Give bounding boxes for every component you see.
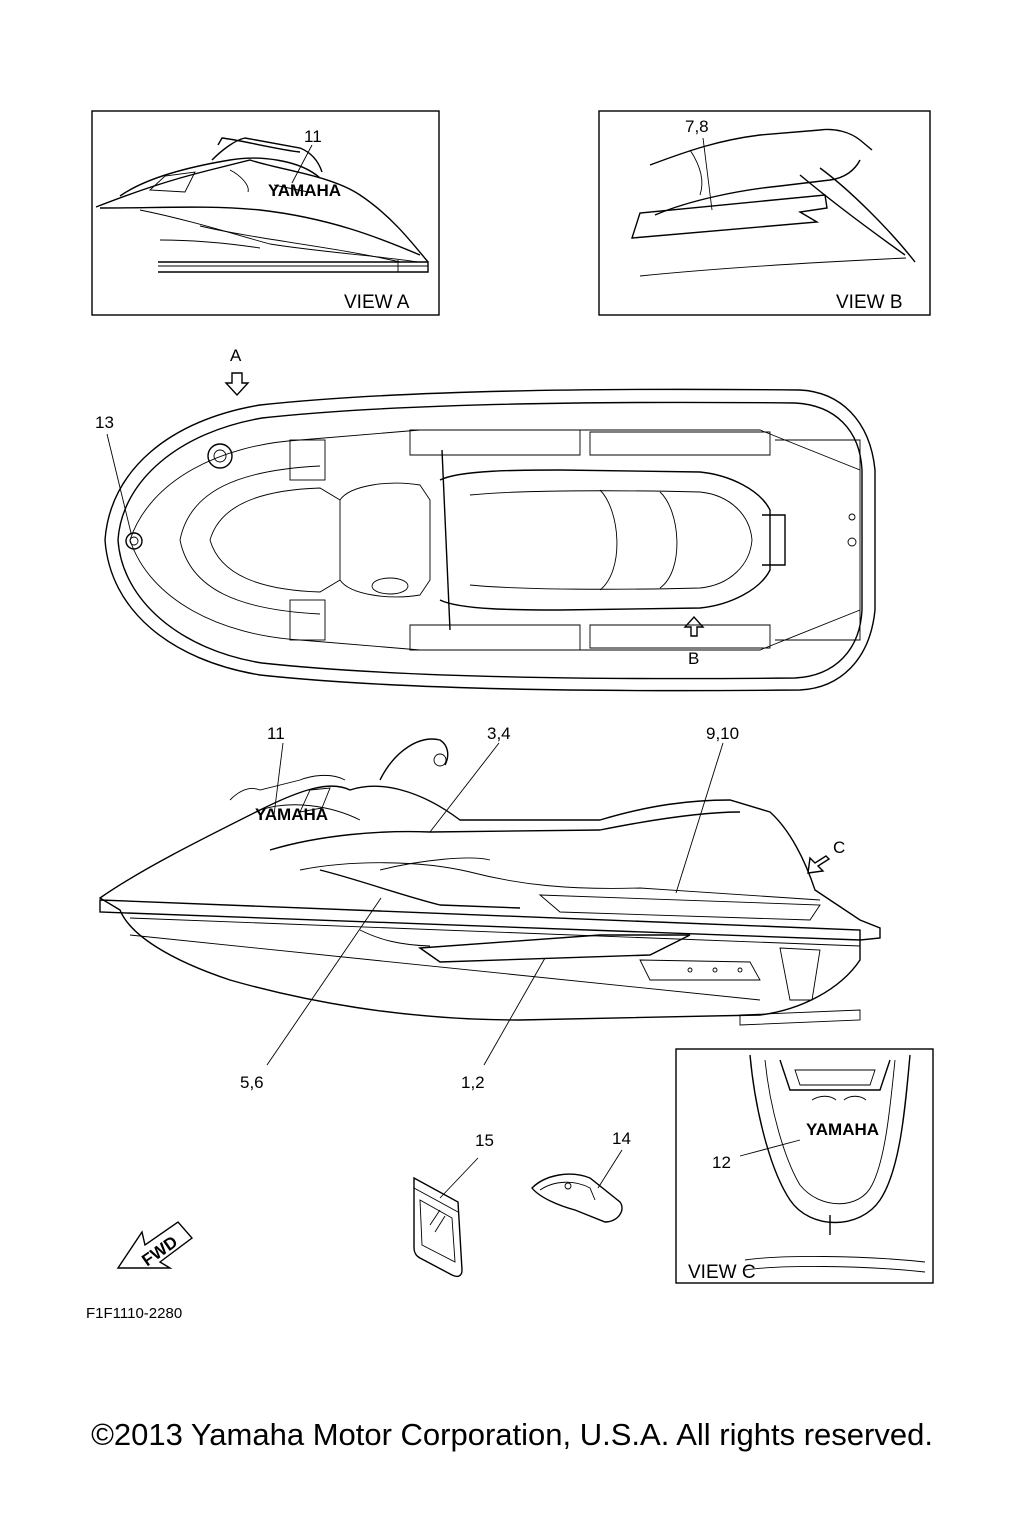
- fwd-label: FWD: [138, 1232, 181, 1270]
- view-a-arrow-icon: [224, 372, 250, 397]
- top-view-watercraft: A 13 B: [95, 346, 876, 692]
- view-b-caption: VIEW B: [836, 292, 903, 313]
- diagram-code: F1F1110-2280: [86, 1305, 182, 1322]
- view-a-panel: YAMAHA 11 VIEW A: [91, 110, 440, 316]
- view-c-caption: VIEW C: [688, 1262, 756, 1283]
- side-view-watercraft: 11 YAMAHA 3,4 9,10 C 5,6 1,2: [98, 724, 881, 1092]
- view-b-panel: 7,8 VIEW B: [598, 110, 931, 316]
- copyright-notice: ©2013 Yamaha Motor Corporation, U.S.A. A…: [91, 1417, 933, 1452]
- callout-12: 12: [712, 1153, 731, 1172]
- part-15-pouch: 15: [413, 1131, 494, 1278]
- fwd-arrow-icon: FWD: [116, 1221, 194, 1270]
- arrow-a-label: A: [230, 346, 242, 365]
- callout-1-2: 1,2: [461, 1073, 485, 1092]
- callout-14: 14: [612, 1129, 631, 1148]
- arrow-c-label: C: [833, 838, 845, 857]
- view-c-arrow-icon: [807, 855, 831, 874]
- view-b-arrow-icon: [683, 615, 705, 637]
- view-a-yamaha-logo: YAMAHA: [268, 181, 341, 200]
- arrow-b-label: B: [688, 649, 699, 668]
- callout-3-4: 3,4: [487, 724, 511, 743]
- side-yamaha-logo: YAMAHA: [255, 805, 328, 824]
- view-c-yamaha-logo: YAMAHA: [806, 1120, 879, 1139]
- callout-5-6: 5,6: [240, 1073, 264, 1092]
- callout-7-8-view-b: 7,8: [685, 117, 709, 136]
- view-c-panel: YAMAHA 12 VIEW C: [675, 1048, 934, 1284]
- callout-11-side: 11: [267, 724, 285, 743]
- callout-15: 15: [475, 1131, 494, 1150]
- callout-13: 13: [95, 413, 114, 432]
- callout-9-10: 9,10: [706, 724, 739, 743]
- callout-11-view-a: 11: [304, 127, 322, 146]
- part-14-cover: 14: [531, 1129, 631, 1223]
- view-a-caption: VIEW A: [344, 292, 410, 313]
